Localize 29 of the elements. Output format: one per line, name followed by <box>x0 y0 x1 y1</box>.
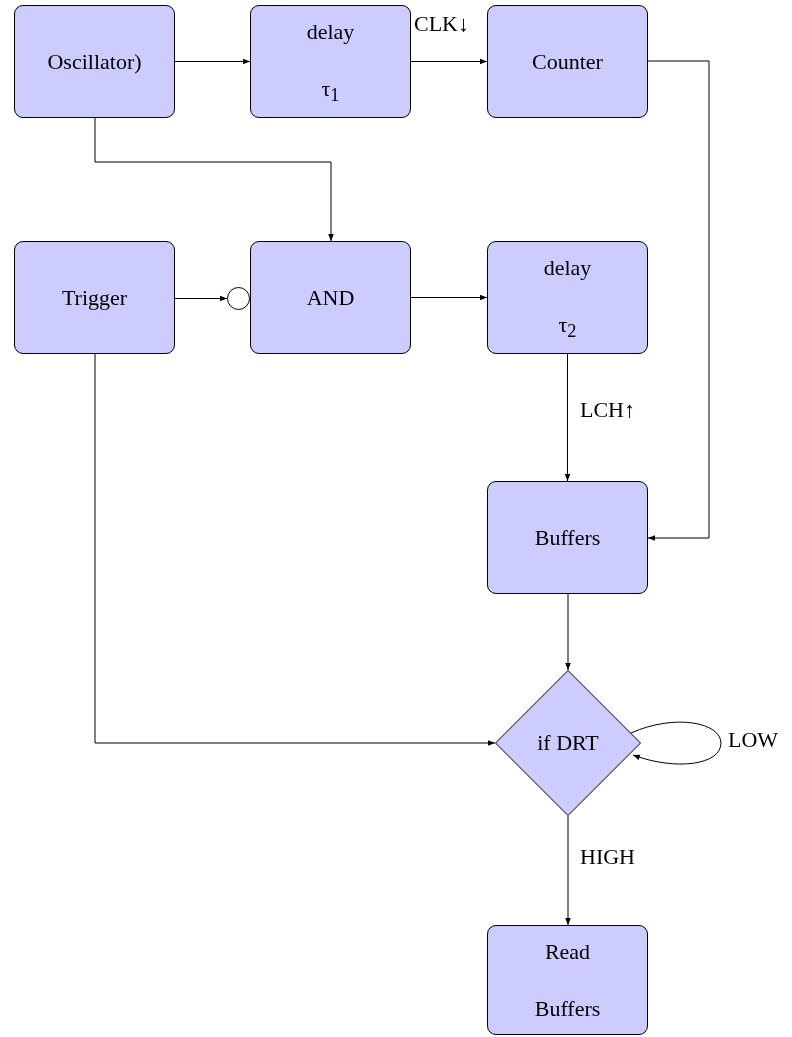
node-label: Read Buffers <box>534 937 601 1023</box>
node-label: delay τ$_{1}$ <box>306 17 355 108</box>
connector-arrow <box>410 294 488 301</box>
connector-arrow <box>630 721 722 765</box>
node-label: Counter <box>532 47 603 76</box>
process-box <box>14 5 175 118</box>
connector-arrow <box>564 353 571 482</box>
process-box <box>487 925 648 1035</box>
process-box <box>250 5 411 118</box>
connector-arrow <box>410 58 488 65</box>
connector-arrow <box>565 593 571 671</box>
node-label: Oscillator) <box>47 47 142 76</box>
connector-arrow <box>94 353 496 746</box>
inverter-circle <box>227 287 250 310</box>
process-box <box>487 481 648 594</box>
node-label: AND <box>306 283 355 312</box>
node-label: Buffers <box>534 523 601 552</box>
node-label: if DRT <box>537 729 599 758</box>
connector-arrow <box>94 117 334 242</box>
connector-arrow <box>174 58 251 65</box>
process-box <box>487 5 648 118</box>
node-label: Trigger <box>61 283 128 312</box>
connector-arrow <box>565 815 571 926</box>
process-box <box>487 241 648 354</box>
connector-arrow <box>174 295 228 302</box>
connector-arrow <box>647 60 710 541</box>
process-box <box>250 241 411 354</box>
process-box <box>14 241 175 354</box>
node-label: delay τ$_{2}$ <box>543 253 592 344</box>
